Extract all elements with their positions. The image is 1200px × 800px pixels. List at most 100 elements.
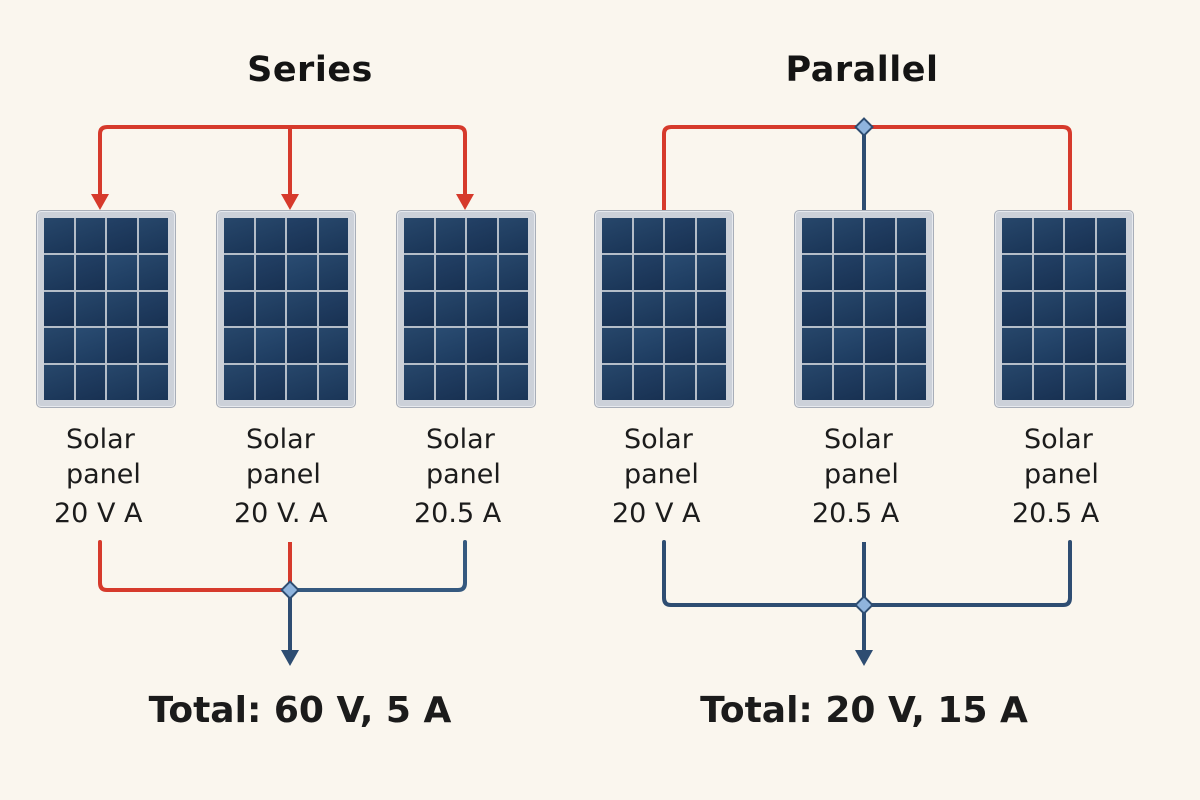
solar-cell bbox=[138, 254, 168, 290]
solar-cell bbox=[255, 291, 285, 327]
solar-cell bbox=[138, 328, 168, 364]
solar-cell bbox=[107, 365, 137, 400]
solar-cell bbox=[318, 328, 348, 364]
solar-cell bbox=[865, 365, 895, 400]
panel-grid bbox=[602, 218, 726, 400]
solar-cell bbox=[1033, 365, 1063, 400]
solar-cell bbox=[865, 328, 895, 364]
solar-cell bbox=[802, 328, 832, 364]
solar-cell bbox=[833, 365, 863, 400]
series-arrow-down-icon bbox=[281, 194, 299, 210]
series-section-title: Series bbox=[247, 50, 373, 90]
panel-grid bbox=[802, 218, 926, 400]
solar-cell bbox=[75, 291, 105, 327]
panel-spec: 20.5 A bbox=[414, 498, 502, 529]
panel-label: Solar panel bbox=[66, 424, 141, 490]
solar-cell bbox=[467, 328, 497, 364]
solar-cell bbox=[633, 218, 663, 253]
junction-node-icon bbox=[854, 595, 874, 615]
parallel-bottom-bus-wire bbox=[662, 540, 1072, 607]
solar-cell bbox=[107, 291, 137, 327]
solar-cell bbox=[404, 328, 434, 364]
solar-cell bbox=[802, 365, 832, 400]
solar-cell bbox=[287, 365, 317, 400]
panel-spec: 20.5 A bbox=[1012, 498, 1100, 529]
solar-cell bbox=[602, 254, 632, 290]
solar-cell bbox=[44, 254, 74, 290]
solar-cell bbox=[633, 291, 663, 327]
solar-cell bbox=[802, 254, 832, 290]
panel-label: Solar panel bbox=[246, 424, 321, 490]
solar-cell bbox=[833, 291, 863, 327]
solar-cell bbox=[665, 254, 695, 290]
solar-cell bbox=[404, 365, 434, 400]
panel-grid bbox=[1002, 218, 1126, 400]
series-bottom-right-wire bbox=[288, 540, 467, 592]
solar-cell bbox=[75, 365, 105, 400]
solar-cell bbox=[224, 365, 254, 400]
series-arrow-down-icon bbox=[91, 194, 109, 210]
solar-cell bbox=[435, 254, 465, 290]
solar-cell bbox=[696, 291, 726, 327]
solar-cell bbox=[865, 291, 895, 327]
solar-cell bbox=[1033, 218, 1063, 253]
solar-cell bbox=[404, 254, 434, 290]
solar-cell bbox=[44, 291, 74, 327]
solar-cell bbox=[224, 218, 254, 253]
solar-cell bbox=[287, 254, 317, 290]
parallel-panel-3-group: Solar panel 20.5 A bbox=[994, 210, 1134, 529]
solar-cell bbox=[498, 365, 528, 400]
parallel-panel-1-group: Solar panel 20 V A bbox=[594, 210, 734, 529]
solar-cell bbox=[75, 218, 105, 253]
solar-cell bbox=[633, 328, 663, 364]
solar-cell bbox=[318, 254, 348, 290]
solar-cell bbox=[833, 328, 863, 364]
solar-cell bbox=[467, 218, 497, 253]
series-panel-1-group: Solar panel 20 V A bbox=[36, 210, 176, 529]
junction-node-icon bbox=[280, 580, 300, 600]
solar-cell bbox=[435, 328, 465, 364]
series-panel-3-group: Solar panel 20.5 A bbox=[396, 210, 536, 529]
solar-cell bbox=[896, 218, 926, 253]
solar-cell bbox=[633, 254, 663, 290]
solar-cell bbox=[435, 365, 465, 400]
solar-cell bbox=[696, 218, 726, 253]
solar-cell bbox=[865, 254, 895, 290]
series-arrow-down-icon bbox=[456, 194, 474, 210]
solar-cell bbox=[1033, 328, 1063, 364]
parallel-panel-2-group: Solar panel 20.5 A bbox=[794, 210, 934, 529]
solar-cell bbox=[435, 218, 465, 253]
series-top-wire bbox=[98, 125, 467, 200]
solar-cell bbox=[633, 365, 663, 400]
solar-cell bbox=[802, 218, 832, 253]
panel-grid bbox=[404, 218, 528, 400]
panel-label: Solar panel bbox=[1024, 424, 1099, 490]
solar-cell bbox=[287, 328, 317, 364]
solar-cell bbox=[1065, 365, 1095, 400]
solar-cell bbox=[318, 291, 348, 327]
solar-cell bbox=[896, 365, 926, 400]
solar-cell bbox=[318, 365, 348, 400]
solar-cell bbox=[602, 218, 632, 253]
parallel-section-title: Parallel bbox=[785, 50, 939, 90]
solar-cell bbox=[1096, 218, 1126, 253]
solar-cell bbox=[696, 254, 726, 290]
solar-cell bbox=[602, 365, 632, 400]
solar-panel-icon bbox=[36, 210, 176, 408]
solar-cell bbox=[287, 291, 317, 327]
solar-cell bbox=[255, 328, 285, 364]
solar-cell bbox=[255, 218, 285, 253]
solar-cell bbox=[1096, 328, 1126, 364]
solar-cell bbox=[1065, 291, 1095, 327]
panel-spec: 20 V. A bbox=[234, 498, 328, 529]
solar-panel-icon bbox=[216, 210, 356, 408]
solar-cell bbox=[865, 218, 895, 253]
solar-cell bbox=[665, 291, 695, 327]
solar-cell bbox=[1033, 291, 1063, 327]
solar-cell bbox=[107, 218, 137, 253]
solar-cell bbox=[467, 365, 497, 400]
solar-cell bbox=[1002, 365, 1032, 400]
junction-node-icon bbox=[854, 117, 874, 137]
solar-panel-icon bbox=[994, 210, 1134, 408]
